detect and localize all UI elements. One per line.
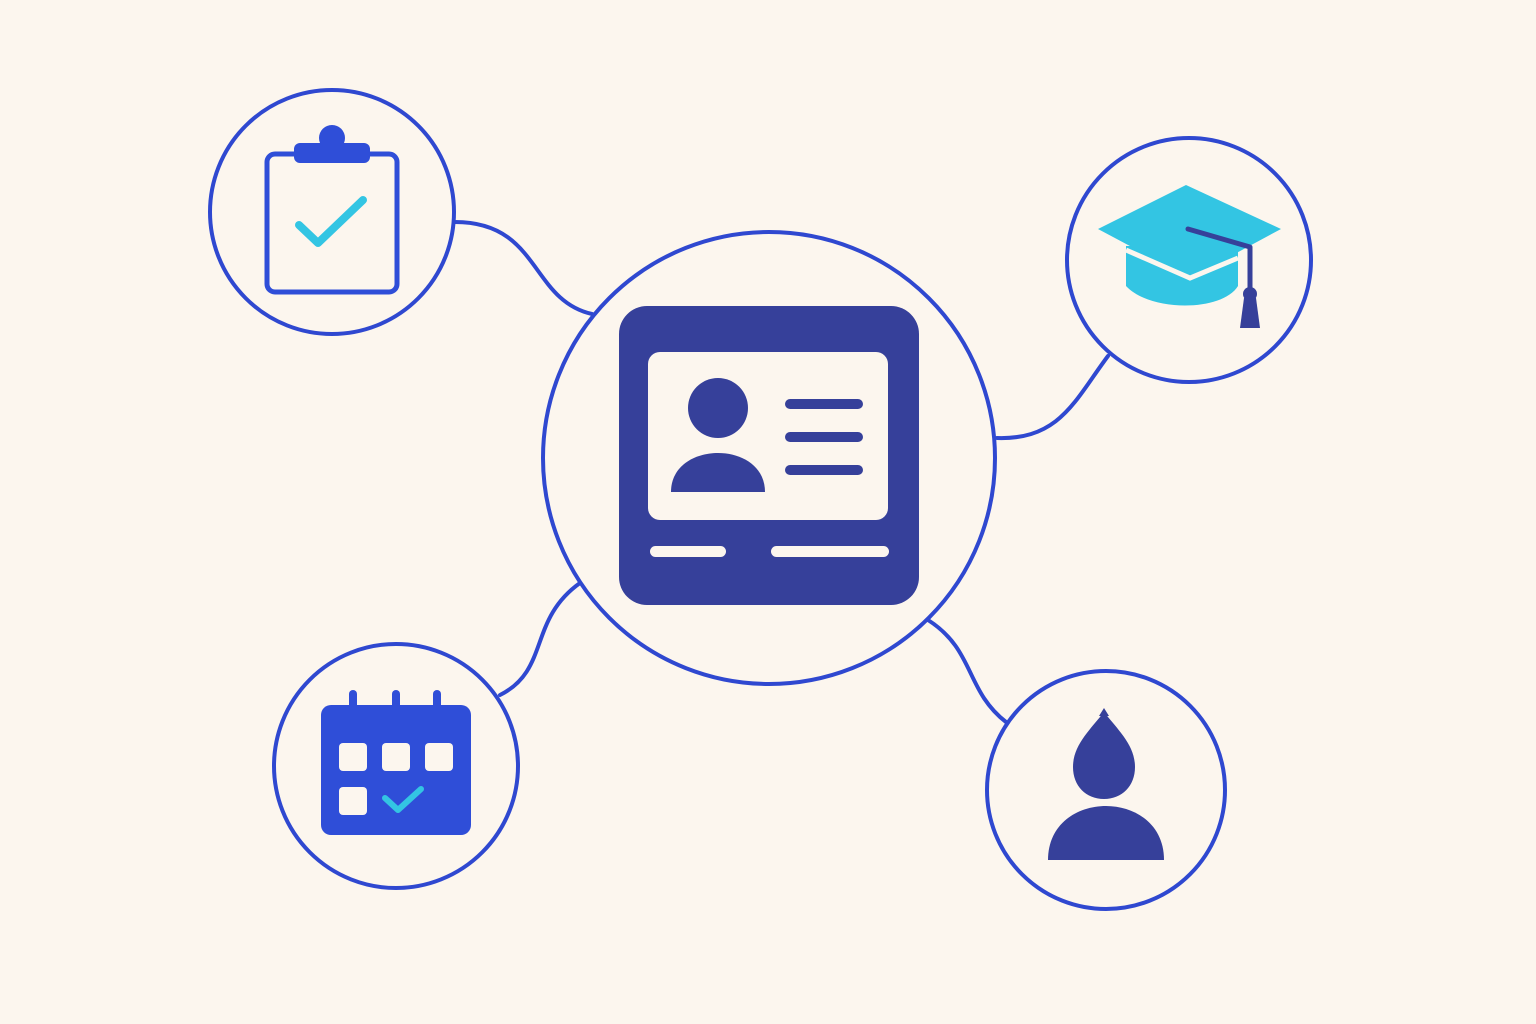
satellite-checklist	[208, 88, 456, 336]
connector-schedule	[498, 581, 582, 697]
connector-checklist	[453, 220, 594, 316]
hub-node	[541, 230, 997, 686]
clipboard-check-icon	[264, 125, 400, 295]
connector-profile	[926, 618, 1008, 724]
satellite-profile	[985, 669, 1227, 911]
satellite-schedule	[272, 642, 520, 890]
user-avatar-icon	[1048, 708, 1164, 860]
checklist-circle	[208, 88, 456, 336]
connector-education	[995, 354, 1110, 441]
graduation-cap-icon	[1098, 185, 1281, 328]
connectors	[453, 220, 1110, 724]
calendar-check-icon	[321, 690, 471, 835]
id-card-icon	[619, 306, 919, 605]
satellite-education	[1065, 136, 1313, 384]
